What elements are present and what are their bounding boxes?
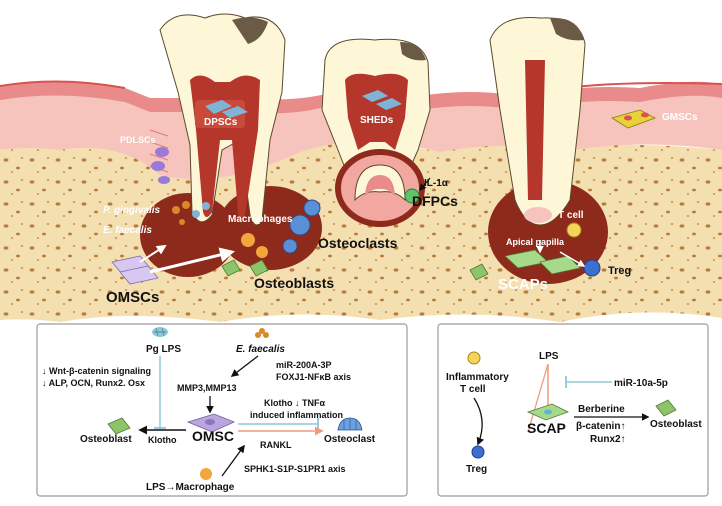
pdlscs-cells (151, 147, 170, 184)
premolar-tooth (489, 16, 586, 226)
klotho-label: Klotho (148, 435, 177, 445)
rankl-label: RANKL (260, 440, 292, 450)
beta-catenin-label: β-catenin↑ (576, 421, 625, 432)
induced-inflammation-label: induced inflammation (250, 410, 343, 420)
label-dpscs: DPSCs (204, 117, 238, 128)
label-macrophages: Macrophages (228, 214, 293, 225)
omsc-label: OMSC (192, 428, 234, 444)
osteoblast-label-right: Osteoblast (650, 419, 702, 430)
lps-label-right: LPS (539, 351, 559, 362)
inflammatory-t-cell-icon (467, 351, 481, 365)
berberine-label: Berberine (578, 404, 625, 415)
inflammatory-label: Inflammatory (446, 372, 509, 383)
runx2-label: Runx2↑ (590, 434, 626, 445)
sheds-cells (362, 90, 402, 110)
label-apical-papilla: Apical papilla (506, 237, 565, 247)
mmp-label: MMP3,MMP13 (177, 383, 237, 393)
osteoclast-cell (337, 417, 363, 431)
label-il1a: IL-1α (424, 178, 449, 189)
panel-right: LPS Inflammatory T cell miR-10a-5p SCAP … (437, 323, 709, 497)
label-omscs: OMSCs (106, 289, 159, 306)
bacteria (172, 201, 210, 225)
pg-lps-label: Pg LPS (146, 344, 181, 355)
label-t-cell-illus: T cell (558, 210, 584, 221)
primary-tooth (321, 38, 431, 227)
t-cell-label-right: T cell (460, 384, 486, 395)
mir200-label: miR-200A-3P (276, 360, 332, 370)
label-scaps: SCAPs (498, 276, 548, 293)
scap-label: SCAP (527, 420, 566, 436)
wnt-line-2: ↓ ALP, OCN, Runx2. Osx (42, 378, 145, 388)
label-e-faecalis-illus: E. faecalis (103, 225, 152, 236)
e-faecalis-label: E. faecalis (236, 344, 285, 355)
label-p-gingivalis: P. gingivalis (103, 205, 160, 216)
label-pdlscs: PDLSCs (120, 135, 156, 145)
sphk1-label: SPHK1-S1P-S1PR1 axis (244, 464, 346, 474)
panel-left: Pg LPS ↓ Wnt-β-catenin signaling ↓ ALP, … (36, 323, 408, 497)
lps-macrophage-label: LPS→Macrophage (146, 482, 235, 493)
e-faecalis-icon (255, 328, 269, 338)
treg-icon (471, 445, 485, 459)
treg-label-right: Treg (466, 464, 487, 475)
osteoblast-cell-left (107, 417, 131, 435)
foxj1-label: FOXJ1-NFκB axis (276, 372, 351, 382)
label-osteoclasts-illus: Osteoclasts (318, 235, 398, 251)
macrophage-icon (200, 468, 212, 480)
osteoblast-label-left: Osteoblast (80, 434, 132, 445)
label-sheds: SHEDs (360, 115, 394, 126)
osteoblast-cells (221, 188, 489, 281)
scaps-cells (504, 222, 601, 277)
dpscs-cells (205, 100, 248, 118)
label-gmscs: GMSCs (662, 112, 698, 123)
mir10a-label: miR-10a-5p (614, 378, 668, 389)
osteoblast-cell-right (655, 399, 677, 417)
osteoclast-label: Osteoclast (324, 434, 376, 445)
illustration: PDLSCs DPSCs SHEDs GMSCs P. gingivalis E… (0, 13, 722, 322)
gmscs-cells (611, 109, 656, 129)
wnt-line-1: ↓ Wnt-β-catenin signaling (42, 366, 151, 376)
klotho-tnf-label: Klotho ↓ TNFα (264, 398, 325, 408)
pg-lps-icon (152, 327, 168, 337)
macrophage-cells (241, 199, 321, 258)
label-osteoblasts-illus: Osteoblasts (254, 275, 334, 291)
label-treg-illus: Treg (608, 265, 631, 277)
label-dfpcs: DFPCs (412, 193, 458, 209)
